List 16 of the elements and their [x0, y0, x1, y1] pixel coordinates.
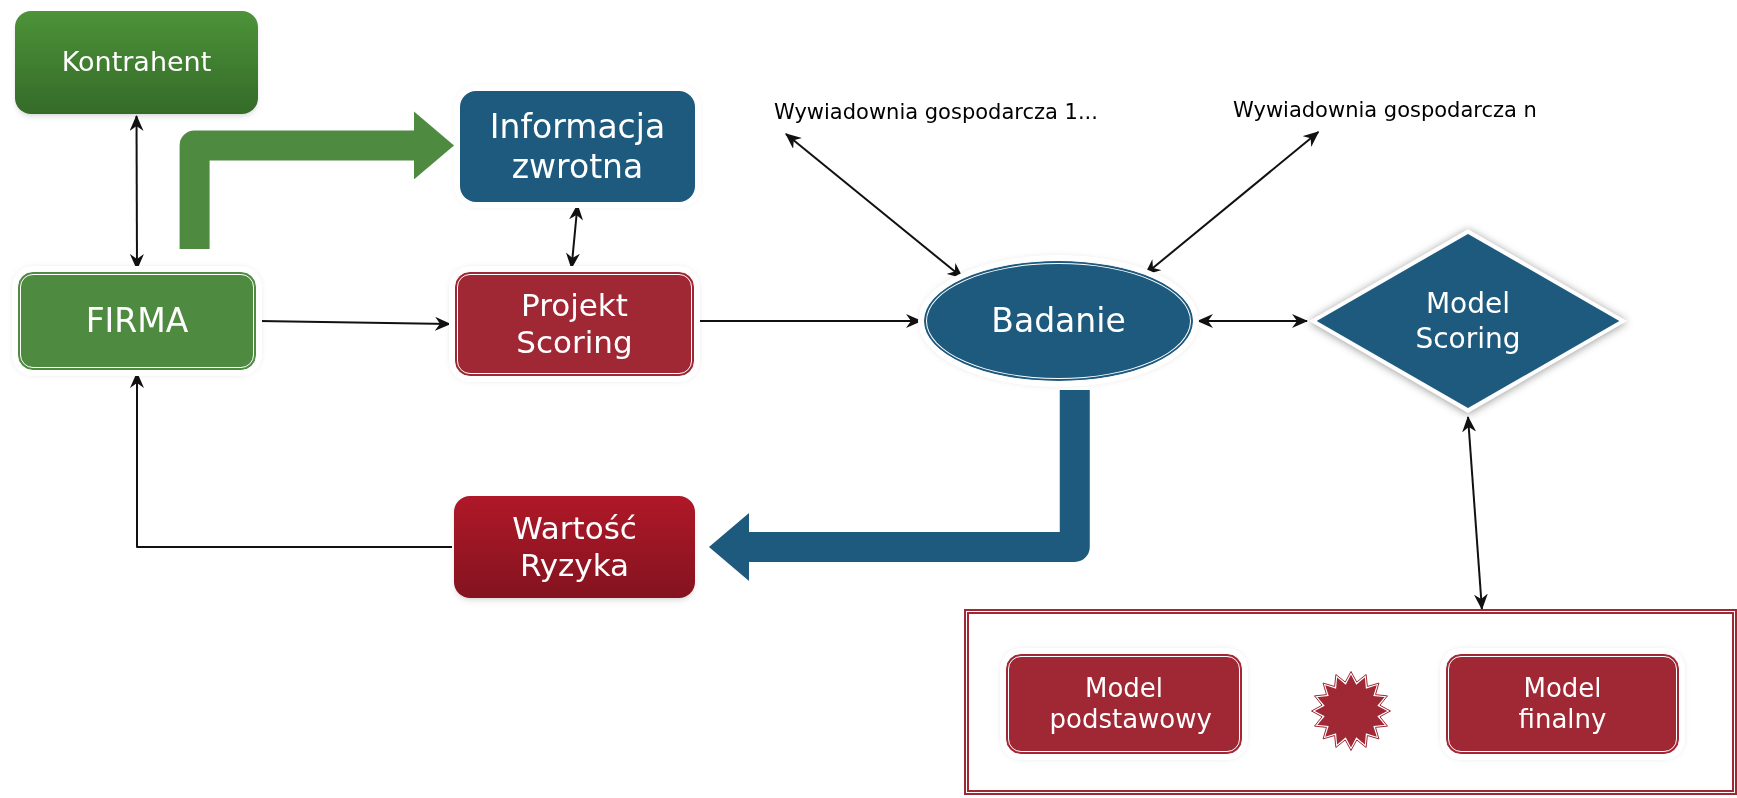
result-box	[454, 496, 695, 598]
arrow	[1197, 314, 1308, 328]
node-label: Badanie	[990, 300, 1127, 343]
node-label: Wartość Ryzyka	[511, 509, 638, 585]
node-label: Kontrahent	[60, 45, 213, 80]
node-label: Projekt Scoring	[515, 286, 634, 362]
model-group-frame	[964, 609, 1737, 795]
node-label: Model Scoring	[1414, 286, 1522, 356]
block-arrow	[709, 390, 1090, 581]
node-label: FIRMA	[84, 300, 190, 343]
node-label: Wywiadownia gospodarcza n	[1233, 97, 1537, 125]
node-label: Wywiadownia gospodarcza 1...	[774, 99, 1098, 127]
node-label: Informacja zwrotna	[488, 106, 667, 187]
arrow	[1462, 416, 1488, 610]
node-label: Model finalny	[1517, 672, 1608, 736]
entity-box	[15, 11, 258, 114]
